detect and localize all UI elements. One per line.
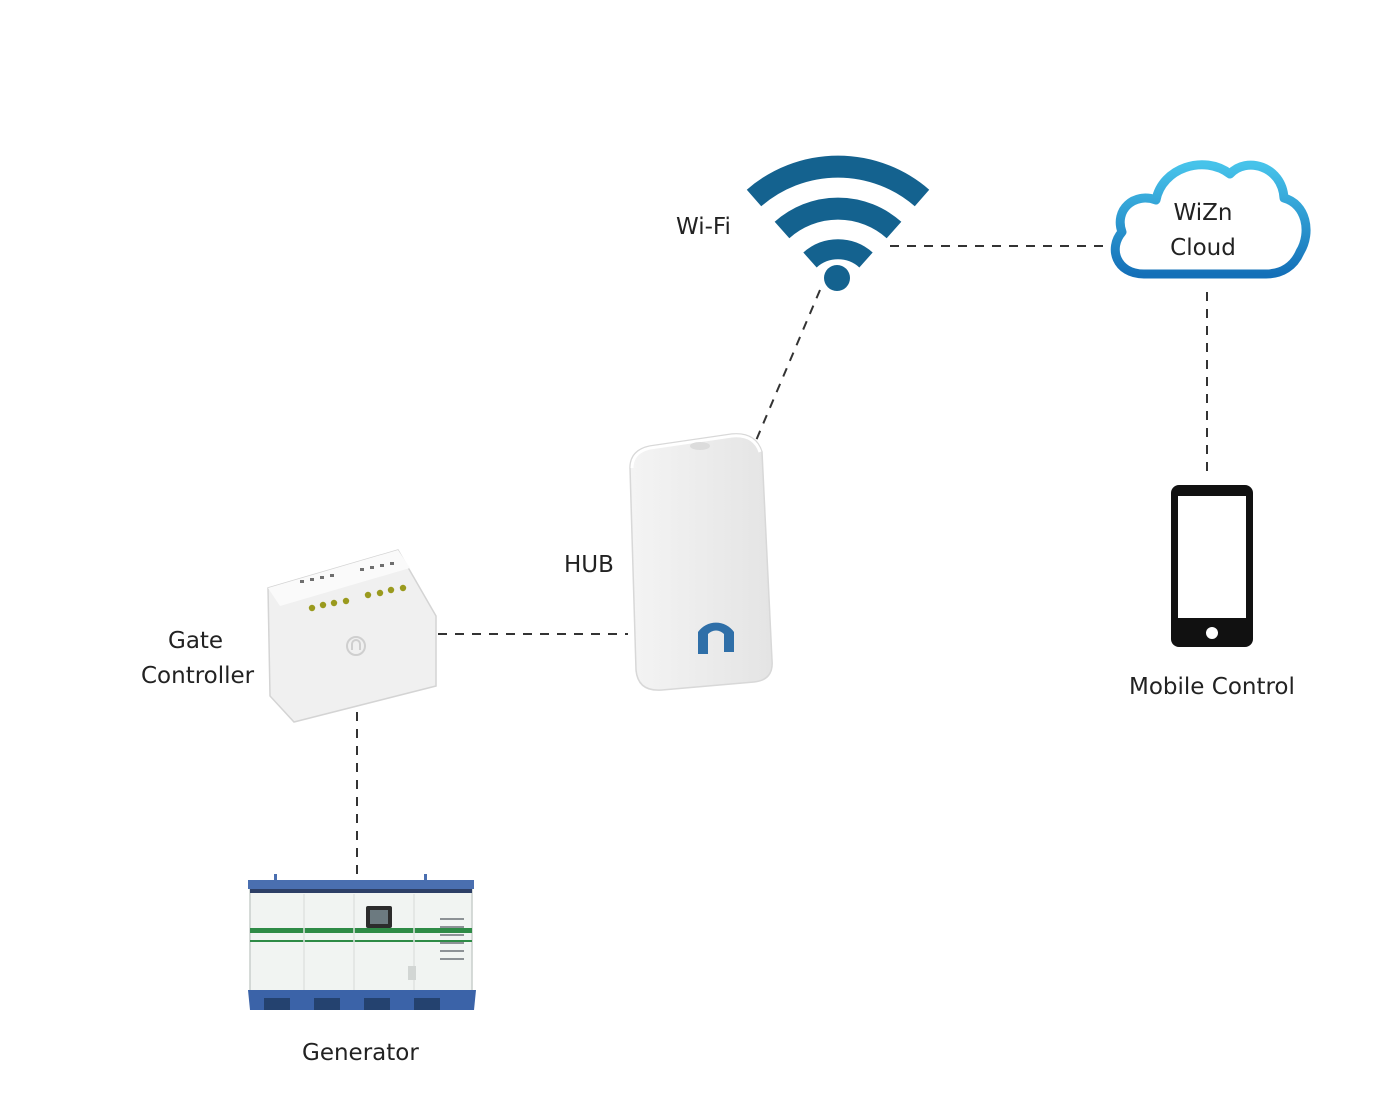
connector-wifi-hub	[751, 289, 821, 451]
generator-icon	[248, 874, 476, 1010]
smartphone-icon	[1171, 485, 1253, 647]
wifi-icon	[746, 155, 930, 291]
mobile-control-label: Mobile Control	[1129, 674, 1295, 700]
cloud-label-line1: WiZn	[1173, 200, 1233, 226]
gate-controller-label-line2: Controller	[141, 663, 255, 689]
cloud-icon	[1110, 160, 1311, 279]
gate-controller-device-icon	[267, 549, 437, 723]
wifi-label: Wi-Fi	[676, 214, 731, 240]
gate-controller-label-line1: Gate	[168, 628, 224, 654]
cloud-label-line2: Cloud	[1170, 235, 1236, 261]
hub-label: HUB	[564, 552, 614, 578]
hub-device-icon	[629, 433, 773, 691]
generator-label: Generator	[302, 1040, 419, 1066]
